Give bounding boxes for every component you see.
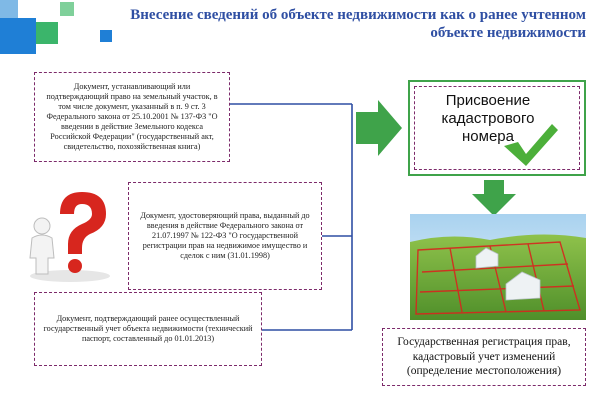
registration-box [382, 328, 586, 386]
title-line-1: Внесение сведений об объекте недвижимост… [130, 7, 586, 23]
decor-square [0, 0, 18, 18]
document-box-2: Документ, удостоверяющий права, выданный… [128, 182, 322, 290]
decor-square [0, 18, 36, 54]
land-plot-illustration [410, 214, 586, 320]
page-title: Внесение сведений об объекте недвижимост… [60, 6, 586, 42]
document-text: Документ, удостоверяющий права, выданный… [140, 211, 310, 260]
decor-square [36, 22, 58, 44]
document-text: Документ, устанавливающий или подтвержда… [46, 82, 218, 151]
registration-text: Государственная регистрация прав, кадаст… [397, 336, 571, 378]
decor-square [100, 30, 112, 42]
document-box-3: Документ, подтверждающий ранее осуществл… [34, 292, 262, 366]
checkmark-icon [504, 124, 558, 166]
arrow-right-icon [356, 100, 402, 156]
document-box-1: Документ, устанавливающий или подтвержда… [34, 72, 230, 162]
cadastral-number-text: Присвоение кадастрового номера [441, 92, 535, 145]
arrow-down-icon [472, 180, 516, 216]
question-figure-icon [29, 192, 110, 282]
title-line-2: объекте недвижимости [430, 25, 586, 41]
document-text: Документ, подтверждающий ранее осуществл… [43, 314, 253, 343]
decor-square [60, 2, 74, 16]
